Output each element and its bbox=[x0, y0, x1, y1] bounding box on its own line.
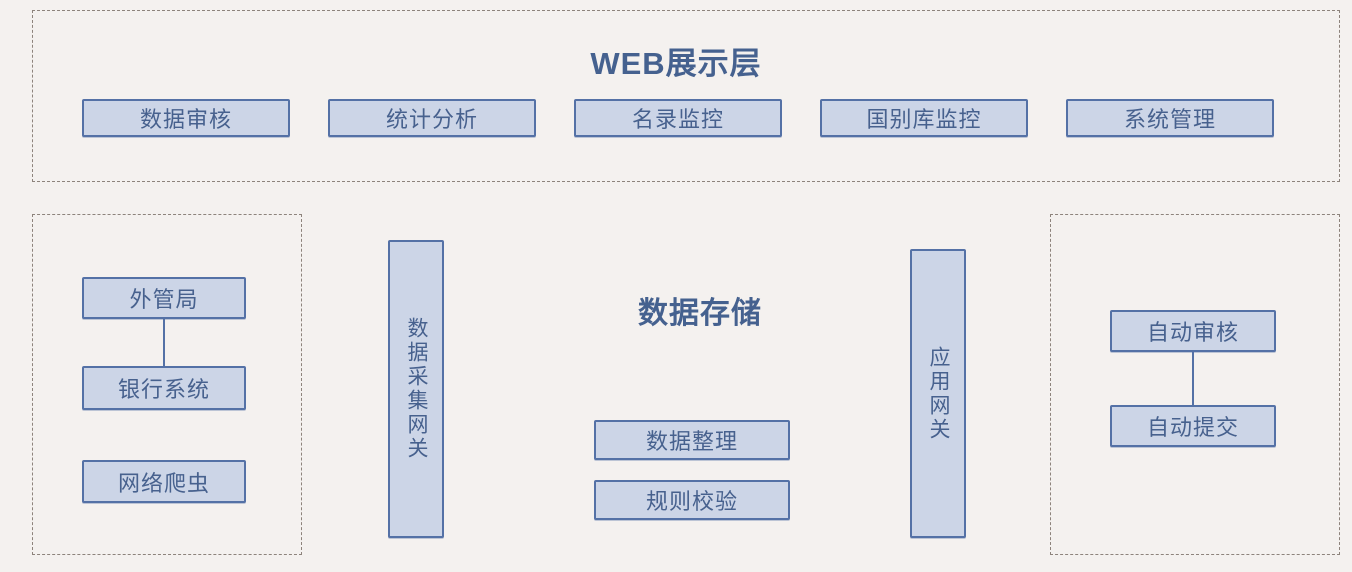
source-node-foreign-exchange-bureau[interactable]: 外管局 bbox=[82, 277, 246, 319]
storage-node-rule-validation[interactable]: 规则校验 bbox=[594, 480, 790, 520]
automation-node-auto-submit[interactable]: 自动提交 bbox=[1110, 405, 1276, 447]
web-button-directory-monitoring[interactable]: 名录监控 bbox=[574, 99, 782, 137]
web-layer-panel bbox=[32, 10, 1340, 182]
automation-panel bbox=[1050, 214, 1340, 555]
source-node-bank-system[interactable]: 银行系统 bbox=[82, 366, 246, 410]
connector-review-to-submit bbox=[1192, 351, 1194, 406]
web-layer-title: WEB展示层 bbox=[590, 46, 762, 81]
gateway-application[interactable]: 应用网关 bbox=[910, 249, 966, 538]
storage-node-data-organization[interactable]: 数据整理 bbox=[594, 420, 790, 460]
storage-title: 数据存储 bbox=[638, 297, 762, 330]
web-button-data-review[interactable]: 数据审核 bbox=[82, 99, 290, 137]
automation-node-auto-review[interactable]: 自动审核 bbox=[1110, 310, 1276, 352]
web-button-statistical-analysis[interactable]: 统计分析 bbox=[328, 99, 536, 137]
data-sources-panel bbox=[32, 214, 302, 555]
source-node-web-crawler[interactable]: 网络爬虫 bbox=[82, 460, 246, 503]
web-button-system-management[interactable]: 系统管理 bbox=[1066, 99, 1274, 137]
web-button-country-database-monitoring[interactable]: 国别库监控 bbox=[820, 99, 1028, 137]
gateway-data-collection[interactable]: 数据采集网关 bbox=[388, 240, 444, 538]
connector-bureau-to-bank bbox=[163, 318, 165, 367]
